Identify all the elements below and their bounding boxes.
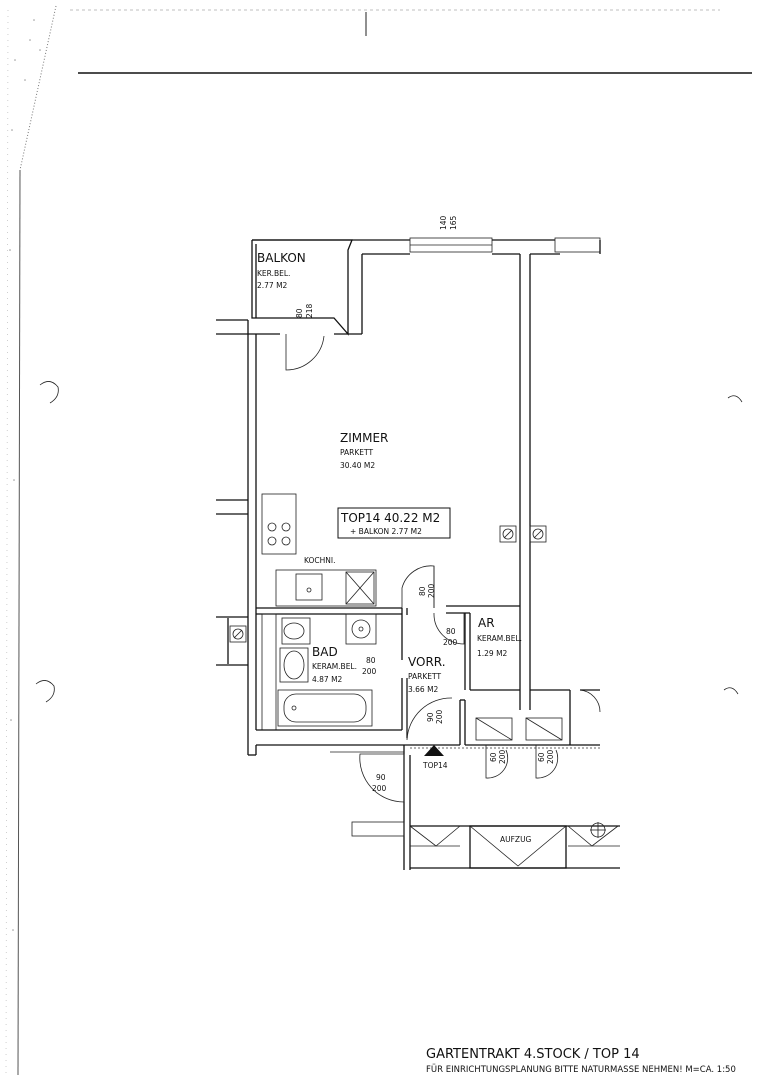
room-ar-name: AR [478, 616, 495, 630]
unit-box-line1: TOP14 40.22 M2 [340, 511, 440, 525]
dim-stair-door-height: 200 [372, 784, 387, 793]
dim-bad-door-height: 200 [362, 667, 377, 676]
dim-balkon-door-width: 80 [295, 308, 304, 318]
dim-shaft2-door-width: 60 [537, 752, 546, 762]
room-zimmer-name: ZIMMER [340, 431, 388, 445]
room-zimmer-area: 30.40 M2 [340, 461, 375, 470]
unit-area-box [337, 507, 451, 539]
dim-entry-door-width: 90 [426, 712, 435, 722]
scan-edge-artifact [5, 5, 743, 1076]
room-ar-floor: KERAM.BEL. [477, 634, 522, 643]
dim-ar-door-height: 200 [443, 638, 458, 647]
room-vorr-name: VORR. [408, 655, 446, 669]
dim-shaft2-door-height: 200 [546, 749, 555, 764]
dim-ar-door-width: 80 [446, 627, 456, 636]
room-bad-floor: KERAM.BEL. [312, 662, 357, 671]
room-balkon-floor: KER.BEL. [257, 269, 290, 278]
footer-note: FÜR EINRICHTUNGSPLANUNG BITTE NATURMASSE… [426, 1064, 736, 1075]
entrance-label: TOP14 [422, 761, 448, 770]
room-balkon-name: BALKON [257, 251, 306, 265]
room-aufzug-name: AUFZUG [500, 835, 532, 844]
room-ar-area: 1.29 M2 [477, 649, 508, 658]
dim-entry-door-height: 200 [435, 709, 444, 724]
header-rules [70, 9, 752, 74]
dim-stair-door-width: 90 [376, 773, 386, 782]
footer-title: GARTENTRAKT 4.STOCK / TOP 14 [426, 1047, 640, 1062]
doors [285, 334, 559, 803]
room-vorr-floor: PARKETT [408, 672, 441, 681]
room-bad-name: BAD [312, 645, 338, 659]
dim-shaft1-door-height: 200 [498, 749, 507, 764]
dim-bad-door-width: 80 [366, 656, 376, 665]
dim-kitchen-door-height: 200 [427, 583, 436, 598]
dim-shaft1-door-width: 60 [489, 752, 498, 762]
room-vorr-area: 3.66 M2 [408, 685, 439, 694]
dim-window-height: 165 [449, 215, 458, 230]
room-zimmer-floor: PARKETT [340, 448, 373, 457]
dim-balkon-door-height: 218 [305, 303, 314, 318]
room-kochni-name: KOCHNI. [304, 556, 336, 565]
dim-window-width: 140 [439, 215, 448, 230]
room-bad-area: 4.87 M2 [312, 675, 343, 684]
unit-box-line2: + BALKON 2.77 M2 [350, 527, 422, 536]
entrance-arrow-icon [424, 745, 444, 756]
room-balkon-area: 2.77 M2 [257, 281, 288, 290]
walls [216, 237, 620, 870]
dim-kitchen-door-width: 80 [418, 586, 427, 596]
